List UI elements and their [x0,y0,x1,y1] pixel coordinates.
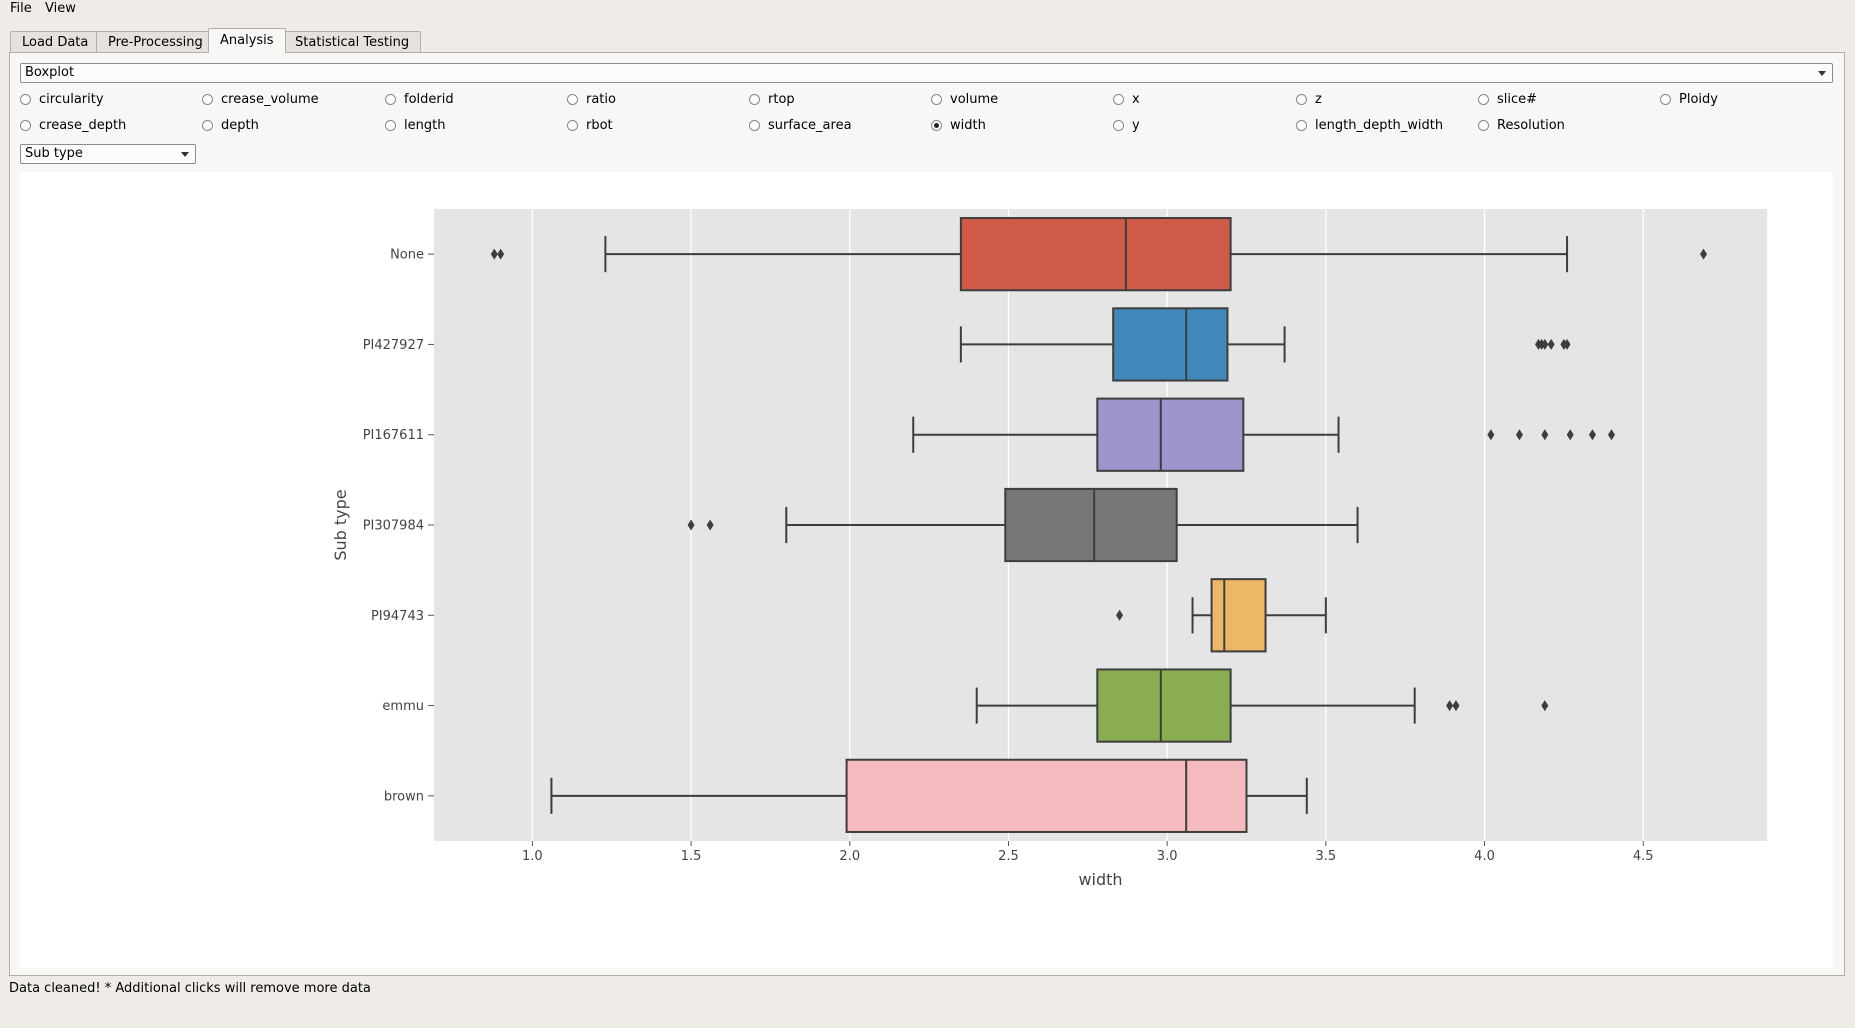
radio-label: rtop [768,92,795,107]
radio-label: circularity [39,92,104,107]
box-pi94743 [1210,578,1267,653]
radio-label: length [404,118,446,133]
tab-load-data[interactable]: Load Data [10,31,101,53]
radio-label: surface_area [768,118,852,133]
menu-bar: File View [0,0,1855,18]
x-tick-label: 3.0 [1157,849,1178,864]
radio-circle-icon[interactable] [567,120,578,131]
radio-circle-icon[interactable] [1296,94,1307,105]
outlier-point [497,248,505,260]
outlier-point [1588,429,1596,441]
y-tick-label: PI167611 [363,428,424,443]
radio-label: y [1132,118,1140,133]
x-tick-label: 3.5 [1315,849,1336,864]
radio-label: depth [221,118,259,133]
outlier-point [1547,338,1555,350]
radio-circle-icon[interactable] [385,94,396,105]
radio-circle-icon[interactable] [1660,94,1671,105]
y-tick-label: PI307984 [363,519,424,534]
outlier-point [1116,609,1124,621]
outlier-point [1446,700,1454,712]
x-tick-label: 1.5 [681,849,702,864]
outlier-point [1541,429,1549,441]
group-by-dropdown[interactable]: Sub type [20,144,196,164]
y-tick-label: None [390,248,424,263]
radio-circle-icon[interactable] [1113,94,1124,105]
outlier-point [1541,338,1549,350]
outlier-point [706,519,714,531]
x-tick-label: 4.0 [1474,849,1495,864]
plot-type-value: Boxplot [25,65,75,80]
y-tick-label: brown [384,789,424,804]
y-tick-label: PI94743 [371,609,424,624]
box-pi427927 [1112,307,1229,382]
radio-circle-icon[interactable] [20,94,31,105]
x-tick-label: 2.0 [839,849,860,864]
radio-label: x [1132,92,1140,107]
outlier-point [1607,429,1615,441]
radio-circle-icon[interactable] [202,120,213,131]
outlier-point [1515,429,1523,441]
outlier-point [1452,700,1460,712]
radio-circle-icon[interactable] [20,120,31,131]
box-emmu [1096,668,1232,743]
radio-label: length_depth_width [1315,118,1444,133]
tab-pre-processing[interactable]: Pre-Processing [96,31,215,53]
radio-label: crease_volume [221,92,319,107]
radio-circle-icon[interactable] [931,94,942,105]
outlier-point [490,248,498,260]
box-pi307984 [1004,487,1178,563]
x-tick-label: 1.0 [522,849,543,864]
y-tick-label: PI427927 [363,338,424,353]
status-bar-message: Data cleaned! * Additional clicks will r… [9,981,371,996]
radio-label: Ploidy [1679,92,1718,107]
radio-label: z [1315,92,1322,107]
radio-label: crease_depth [39,118,127,133]
plot-type-dropdown[interactable]: Boxplot [20,63,1833,83]
outlier-point [1700,248,1708,260]
radio-circle-icon[interactable] [567,94,578,105]
outlier-point [1487,429,1495,441]
menu-file[interactable]: File [10,1,32,16]
radio-label: volume [950,92,999,107]
radio-circle-icon[interactable] [385,120,396,131]
radio-label: rbot [586,118,613,133]
y-axis-label: Sub type [331,489,350,560]
boxplot-chart: 1.0 1.5 2.0 2.5 3.0 3.5 4.0 4.5 NonePI427927PI16… [331,209,1767,889]
radio-label: ratio [586,92,616,107]
outlier-point [1566,429,1574,441]
chevron-down-icon [181,152,189,157]
radio-circle-icon[interactable] [202,94,213,105]
outlier-point [687,519,695,531]
x-tick-label: 4.5 [1633,849,1654,864]
radio-label: Resolution [1497,118,1565,133]
radio-label: slice# [1497,92,1538,107]
box-brown [845,758,1248,833]
x-axis-label: width [1078,870,1122,889]
radio-label: folderid [404,92,454,107]
outlier-point [1563,338,1571,350]
radio-circle-icon[interactable] [749,94,760,105]
group-by-value: Sub type [25,146,83,161]
x-tick-label: 2.5 [998,849,1019,864]
radio-circle-icon[interactable] [1478,120,1489,131]
radio-circle-icon[interactable] [1478,94,1489,105]
radio-circle-icon[interactable] [749,120,760,131]
box-pi167611 [1096,397,1245,472]
box-none [959,217,1232,292]
chevron-down-icon [1818,71,1826,76]
tab-bar: Load Data Pre-Processing Analysis Statis… [0,28,1855,53]
radio-circle-icon[interactable] [931,120,942,131]
menu-view[interactable]: View [45,1,76,16]
tab-statistical-testing[interactable]: Statistical Testing [283,31,422,53]
radio-circle-icon[interactable] [1113,120,1124,131]
tab-analysis[interactable]: Analysis [208,28,286,53]
radio-circle-icon[interactable] [1296,120,1307,131]
y-tick-label: emmu [382,699,424,714]
radio-label: width [950,118,986,133]
outlier-point [1541,700,1549,712]
